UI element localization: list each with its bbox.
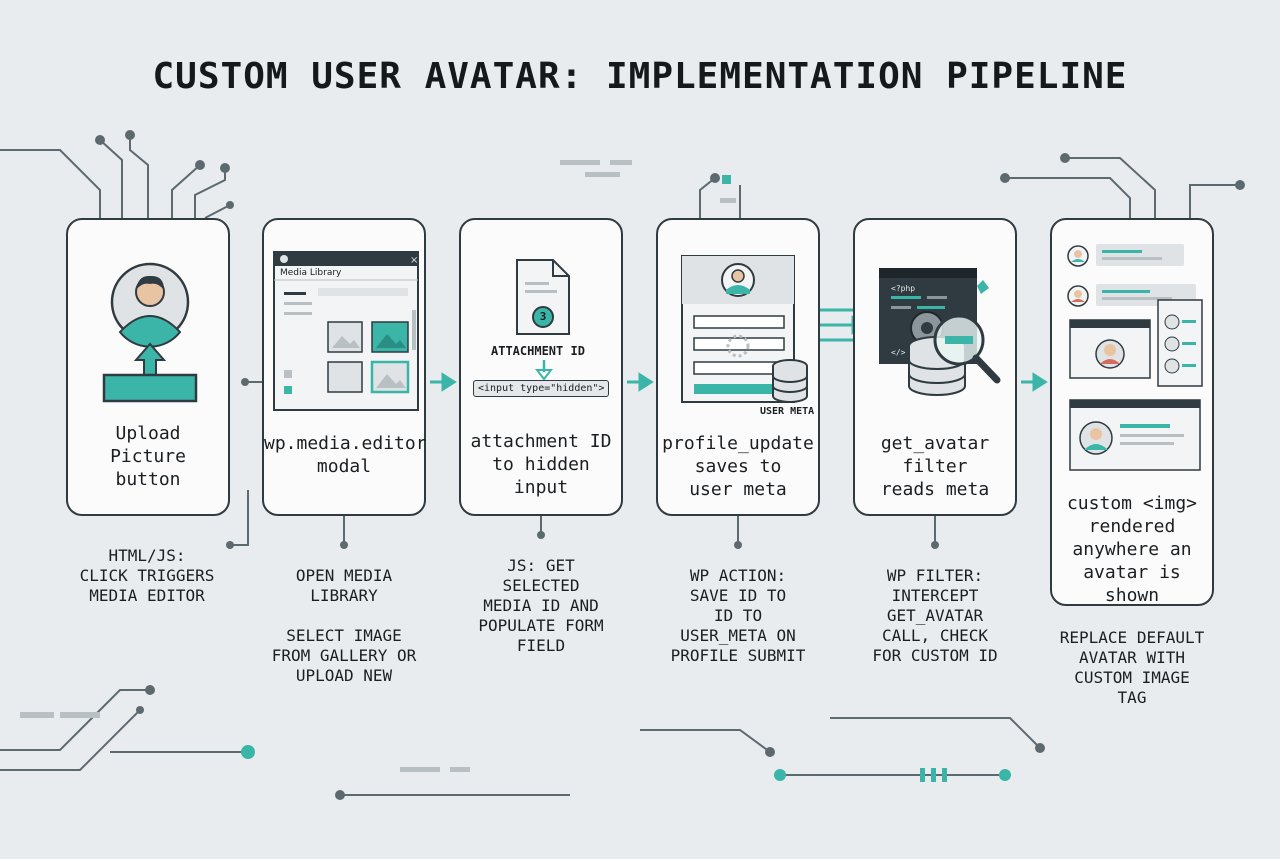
step-label-line: Upload <box>115 423 181 444</box>
description-line: FIELD <box>516 636 566 655</box>
svg-text:×: × <box>410 255 418 266</box>
user-meta-caption: USER META <box>760 406 815 417</box>
step-description: WP FILTER: INTERCEPT GET_AVATAR CALL, CH… <box>840 566 1030 666</box>
step-label-line: rendered <box>1088 516 1176 537</box>
step-description: REPLACE DEFAULT AVATAR WITH CUSTOM IMAGE… <box>1037 628 1227 708</box>
description-line: SAVE ID TO <box>689 586 787 605</box>
step-label-line: attachment ID <box>470 431 612 452</box>
step-description: OPEN MEDIA LIBRARY SELECT IMAGE FROM GAL… <box>249 566 439 686</box>
html-code-tag: </> <box>891 348 906 357</box>
step-label-line: profile_update <box>662 433 814 454</box>
description-line: CALL, CHECK <box>882 626 988 645</box>
step-description: JS: GET SELECTED MEDIA ID AND POPULATE F… <box>446 556 636 656</box>
modal-title: Media Library <box>280 268 342 278</box>
step-label-line: anywhere an <box>1072 539 1192 560</box>
description-line: AVATAR WITH <box>1079 648 1185 667</box>
code-gear-database-icon <box>879 268 1001 396</box>
document-icon <box>516 259 570 335</box>
description-line: CLICK TRIGGERS <box>79 566 215 585</box>
step-label-line: custom <img> <box>1066 493 1198 514</box>
step-card-custom-img: custom <img> rendered anywhere an avatar… <box>1050 218 1214 606</box>
description-line: WP FILTER: <box>886 566 984 585</box>
description-line: POPULATE FORM <box>478 616 604 635</box>
description-line: REPLACE DEFAULT <box>1059 628 1205 647</box>
profile-form-icon <box>681 255 808 403</box>
description-line: TAG <box>1117 688 1147 707</box>
step-label-line: Picture <box>110 446 186 467</box>
description-line: FROM GALLERY OR <box>271 646 417 665</box>
step-label-line: reads meta <box>880 479 990 500</box>
description-line: FOR CUSTOM ID <box>872 646 998 665</box>
step-description: HTML/JS: CLICK TRIGGERS MEDIA EDITOR <box>52 546 242 606</box>
step-label-line: avatar is shown <box>1083 562 1181 606</box>
step-label-line: button <box>115 469 181 490</box>
description-line: MEDIA EDITOR <box>89 586 205 605</box>
attachment-badge: 3 <box>539 310 547 323</box>
step-card-media-modal: × Media Library wp.media.editor modal <box>262 218 427 516</box>
description-line: OPEN MEDIA <box>295 566 393 585</box>
step-label-line: to hidden <box>492 454 590 475</box>
hidden-input-code: <input type="hidden"> <box>473 380 610 397</box>
step-card-get-avatar-filter: <?php </> get_avatar filter reads meta <box>853 218 1017 516</box>
step-label-line: modal <box>316 456 372 477</box>
description-line: PROFILE SUBMIT <box>670 646 806 665</box>
description-line: UPLOAD NEW <box>295 666 393 685</box>
description-line: SELECT IMAGE <box>286 626 402 645</box>
description-line: ID TO <box>713 606 763 625</box>
description-line: CUSTOM IMAGE <box>1074 668 1190 687</box>
step-label-line: filter <box>902 456 968 477</box>
page-title: CUSTOM USER AVATAR: IMPLEMENTATION PIPEL… <box>152 56 1128 97</box>
step-card-upload-button: Upload Picture button <box>66 218 230 516</box>
php-code-tag: <?php <box>891 284 916 293</box>
media-library-icon: × <box>273 251 419 411</box>
description-line: SELECTED <box>502 576 580 595</box>
step-label-line: get_avatar <box>880 433 990 454</box>
attachment-id-caption: ATTACHMENT ID <box>491 344 585 358</box>
description-line: WP ACTION: <box>689 566 787 585</box>
description-line: HTML/JS: <box>108 546 186 565</box>
description-line: GET_AVATAR <box>886 606 984 625</box>
description-line: INTERCEPT <box>891 586 979 605</box>
step-card-hidden-input: 3 ATTACHMENT ID <input type="hidden"> at… <box>459 218 623 516</box>
step-label-line: wp.media.editor <box>264 433 427 454</box>
step-label-line: input <box>513 477 569 498</box>
step-card-profile-update: USER META profile_update saves to user m… <box>656 218 820 516</box>
avatar-rendered-icon <box>1067 244 1203 471</box>
step-label-line: user meta <box>689 479 787 500</box>
description-line: USER_META ON <box>680 626 796 645</box>
step-label-line: saves to <box>694 456 782 477</box>
description-line: MEDIA ID AND <box>483 596 599 615</box>
step-description: WP ACTION: SAVE ID TO ID TO USER_META ON… <box>643 566 833 666</box>
description-line: LIBRARY <box>310 586 378 605</box>
user-upload-icon <box>102 262 198 403</box>
description-line: JS: GET <box>507 556 575 575</box>
arrow-down-icon <box>535 360 553 380</box>
